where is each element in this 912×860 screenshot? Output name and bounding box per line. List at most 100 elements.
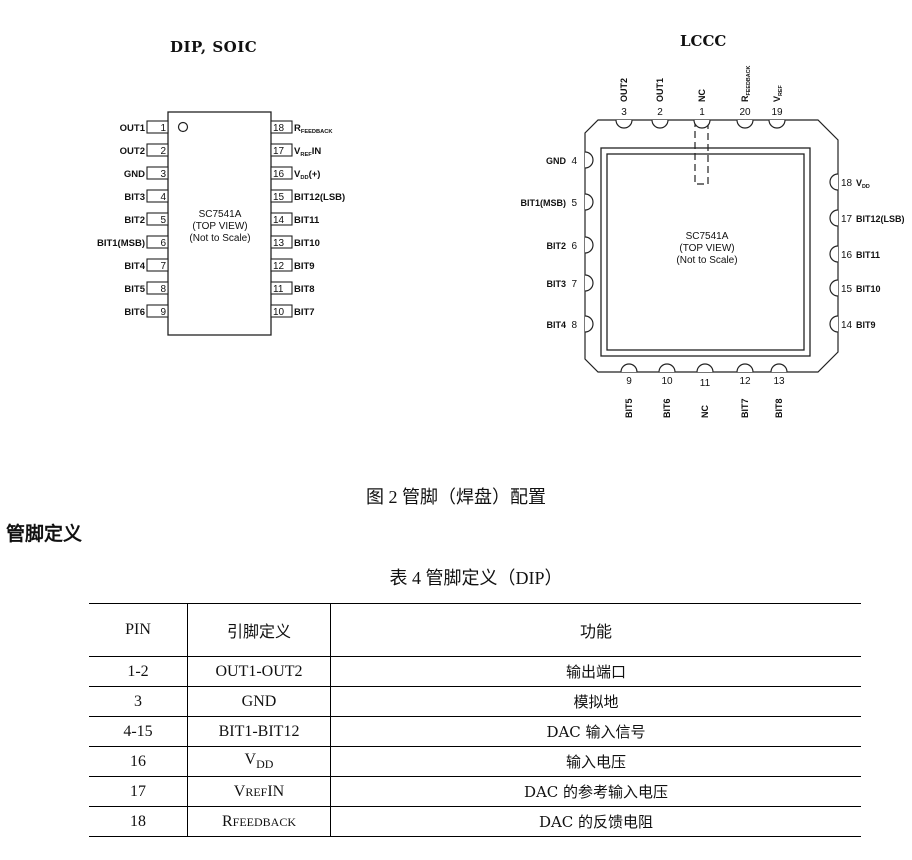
pin-number: 18	[841, 178, 853, 189]
cell-pin: 18	[89, 806, 188, 837]
pin-number: 11	[273, 284, 284, 295]
cell-function: 输入电压	[330, 746, 861, 777]
lccc-pin-top: 1NC	[697, 89, 707, 118]
cell-definition: OUT1-OUT2	[187, 656, 331, 687]
pin-number: 8	[160, 284, 166, 295]
cell-definition: BIT1-BIT12	[187, 716, 331, 747]
pin-number: 6	[571, 241, 577, 252]
cell-pin: 4-15	[89, 716, 188, 747]
pin-name: BIT8	[774, 398, 784, 418]
pin-number: 9	[626, 376, 632, 387]
lccc-pin-left: 4 GND	[546, 156, 577, 167]
pin-number: 14	[841, 320, 853, 331]
pin1-marker	[177, 121, 189, 133]
figure-caption: 图 2 管脚（焊盘）配置	[366, 487, 546, 507]
pin-name: VDD	[856, 178, 870, 190]
cell-definition: VDD	[187, 746, 331, 777]
pin-number: 16	[841, 250, 853, 261]
pin-number: 17	[273, 146, 285, 157]
pin-name: BIT11	[856, 250, 880, 260]
pin-number: 11	[700, 378, 711, 389]
pin-name: BIT8	[294, 284, 315, 295]
pin-name: BIT9	[294, 261, 315, 272]
pin-name: NC	[700, 405, 710, 418]
pin-number: 10	[273, 307, 285, 318]
table-header-row: PIN 引脚定义 功能	[89, 603, 861, 657]
pin-name: BIT12(LSB)	[294, 192, 345, 203]
header-pin: PIN	[89, 603, 188, 657]
cell-function: DAC 的参考输入电压	[330, 776, 861, 807]
pin-number: 5	[160, 215, 166, 226]
pin-name: GND	[124, 169, 145, 180]
lccc-diagram: SC7541A(TOP VIEW)(Not to Scale)3OUT22OUT…	[521, 65, 905, 418]
lccc-inner-frame	[606, 153, 805, 351]
pin-name: BIT3	[124, 192, 145, 203]
cell-pin: 16	[89, 746, 188, 777]
pin-name: OUT1	[655, 78, 665, 102]
pin-number: 15	[273, 192, 285, 203]
pin-name: BIT10	[294, 238, 320, 249]
pin-number: 13	[773, 376, 785, 387]
pin-name: BIT5	[124, 284, 145, 295]
dip-pin-right: 10 BIT7	[270, 304, 315, 318]
pin-name: BIT7	[294, 307, 315, 318]
header-function: 功能	[330, 603, 861, 657]
lccc-chip-label: (TOP VIEW)	[679, 243, 734, 254]
pin-name: GND	[546, 156, 567, 166]
pin-number: 20	[739, 107, 751, 118]
pin-number: 7	[160, 261, 166, 272]
cell-function: 模拟地	[330, 686, 861, 717]
dip-chip-label: SC7541A	[199, 209, 242, 220]
pin-number: 18	[273, 123, 285, 134]
pin-name: BIT6	[662, 398, 672, 418]
cell-pin: 17	[89, 776, 188, 807]
pin-number: 10	[661, 376, 673, 387]
dip-pin-right: 15 BIT12(LSB)	[270, 189, 345, 203]
cell-definition: RFEEDBACK	[187, 806, 331, 837]
section-heading: 管脚定义	[6, 523, 83, 545]
dip-diagram: SC7541A(TOP VIEW)(Not to Scale)1OUT12OUT…	[97, 111, 345, 336]
pin-number: 19	[771, 107, 783, 118]
cell-definition: VREFIN	[187, 776, 331, 807]
pin-name: BIT5	[624, 398, 634, 418]
pin-number: 4	[571, 156, 577, 167]
pin-number: 4	[160, 192, 166, 203]
pin-number: 17	[841, 214, 853, 225]
pin-number: 15	[841, 284, 853, 295]
pin-name: BIT10	[856, 284, 881, 294]
pin-number: 1	[160, 123, 166, 134]
pin-name: BIT1(MSB)	[521, 198, 567, 208]
pin-number: 16	[273, 169, 285, 180]
pin-name: OUT2	[619, 78, 629, 102]
pin-number: 6	[160, 238, 166, 249]
pin-number: 14	[273, 215, 285, 226]
pin-number: 2	[160, 146, 166, 157]
dip-pin-right: 11 BIT8	[270, 281, 315, 295]
pin-name: BIT3	[546, 279, 566, 289]
pin-name: BIT1(MSB)	[97, 238, 145, 249]
cell-pin: 3	[89, 686, 188, 717]
